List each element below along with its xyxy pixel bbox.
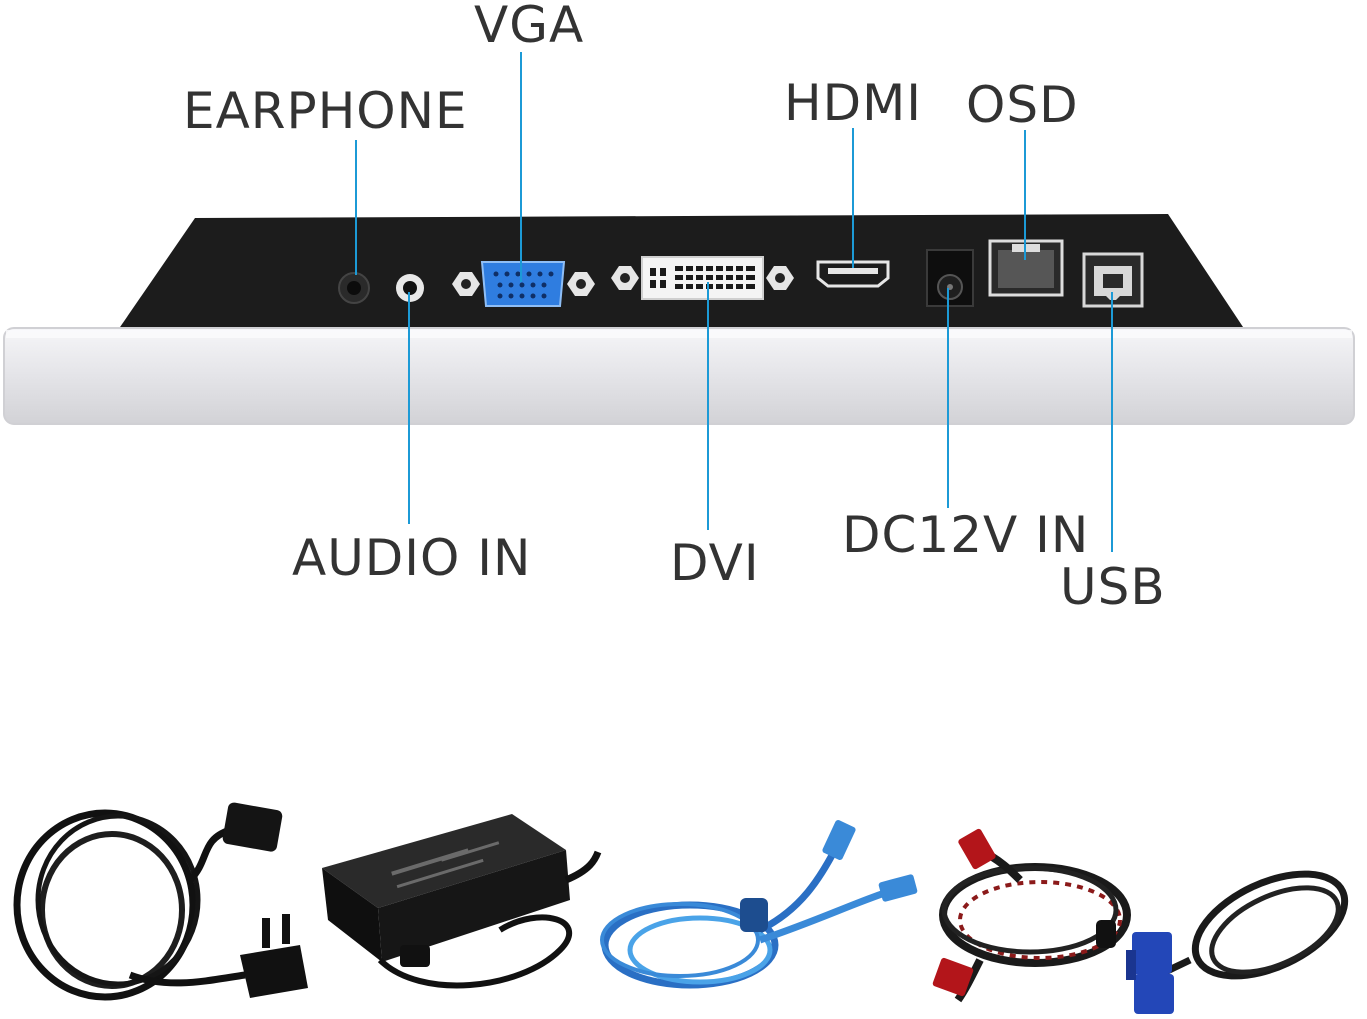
hdmi-label: HDMI xyxy=(784,74,922,132)
hdmi-port-icon xyxy=(816,260,890,288)
vga-leader-line xyxy=(520,52,522,282)
power-cord-image xyxy=(13,802,308,1001)
hdmi-cable-image xyxy=(932,828,1131,1003)
dvi-leader-line xyxy=(707,282,709,530)
earphone-label: EARPHONE xyxy=(183,82,468,140)
osd-leader-line xyxy=(1024,130,1026,260)
power-adapter-image xyxy=(322,814,602,989)
earphone-leader-line xyxy=(355,140,357,275)
vga-cable-image xyxy=(1126,870,1349,1014)
usb-label: USB xyxy=(1060,558,1166,616)
dc-in-leader-line xyxy=(947,288,949,508)
usb-port-icon xyxy=(1082,252,1144,308)
osd-port-icon xyxy=(988,239,1064,297)
hdmi-leader-line xyxy=(852,128,854,268)
dvi-port-icon xyxy=(611,256,794,300)
audio-in-label: AUDIO IN xyxy=(292,529,532,587)
usb-leader-line xyxy=(1111,292,1113,552)
vga-port-icon xyxy=(452,261,595,307)
dc-in-label: DC12V IN xyxy=(842,506,1090,564)
monitor-bezel xyxy=(3,327,1355,425)
osd-label: OSD xyxy=(966,76,1079,134)
audio-in-jack-icon xyxy=(396,274,424,302)
usb-cable-image xyxy=(600,820,918,989)
audio-in-leader-line xyxy=(408,292,410,524)
earphone-jack-icon xyxy=(338,272,370,304)
vga-label: VGA xyxy=(474,0,585,54)
dvi-label: DVI xyxy=(670,534,760,592)
dc-in-port-icon xyxy=(926,249,974,307)
